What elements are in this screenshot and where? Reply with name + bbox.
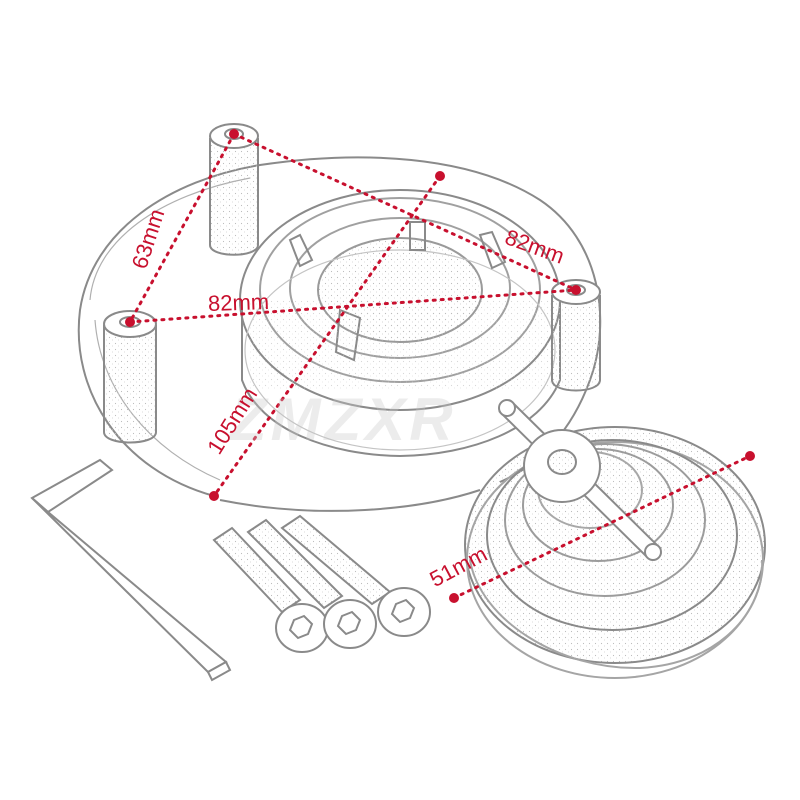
brand-watermark: ZMZXR bbox=[230, 386, 457, 453]
fuel-cap bbox=[464, 426, 766, 679]
dimension-lines bbox=[128, 132, 752, 600]
dim-line-82mm-horizontal bbox=[128, 288, 578, 324]
bolt-1 bbox=[212, 526, 329, 653]
dim-line-51mm bbox=[452, 454, 752, 600]
dim-line-63mm bbox=[128, 132, 236, 324]
dimension-endpoints bbox=[125, 129, 755, 603]
dimension-label-82mm-horizontal: 82mm bbox=[207, 288, 270, 317]
bolt-3 bbox=[280, 514, 431, 637]
mounting-post-top bbox=[209, 123, 259, 256]
bolt-2 bbox=[246, 518, 377, 649]
mounting-post-right bbox=[551, 279, 601, 392]
dim-line-82mm-diagonal bbox=[232, 132, 578, 292]
dim-line-105mm bbox=[212, 174, 442, 498]
mounting-post-left bbox=[103, 310, 157, 444]
allen-key bbox=[30, 458, 232, 682]
